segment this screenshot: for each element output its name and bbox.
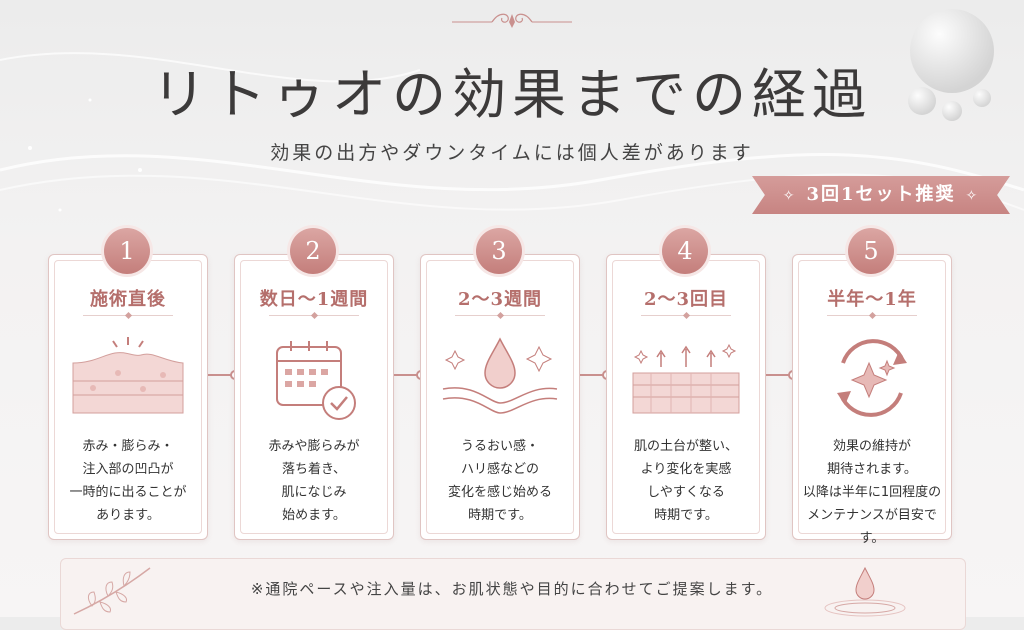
step-description: 肌の土台が整い、 より変化を実感 しやすくなる 時期です。 (633, 439, 738, 523)
step-number-badge: 5 (848, 228, 894, 274)
top-ornament (452, 13, 572, 28)
step-description: うるおい感・ ハリ感などの 変化を感じ始める 時期です。 (447, 439, 552, 523)
divider (455, 315, 545, 316)
step-card-4: 2〜3回目 肌の土台が整い、 より変化を実感 しやすくなる 時期です。 (606, 254, 766, 540)
step-number-badge: 2 (290, 228, 336, 274)
step-number-badge: 3 (476, 228, 522, 274)
step-title: 2〜3週間 (457, 289, 543, 310)
step-description: 効果の維持が 期待されます。 以降は半年に1回程度の メンテナンスが目安です。 (802, 439, 942, 546)
step-title: 2〜3回目 (643, 289, 729, 310)
calendar-check-icon (276, 341, 356, 420)
badge-label: 3回1セット推奨 (806, 184, 956, 205)
step-description: 赤み・膨らみ・ 注入部の凹凸が 一時的に出ることが あります。 (69, 439, 187, 523)
footer-note: ※通院ペースや注入量は、お肌状態や目的に合わせてご提案します。 (250, 580, 774, 598)
droplet-skin-icon (442, 337, 558, 414)
step-card-1: 施術直後 赤み・膨らみ・ 注入部の凹凸が 一時的に出ることが あります。 (48, 254, 208, 540)
recommendation-badge: ✧ 3回1セット推奨 ✧ (752, 176, 1010, 214)
swollen-skin-icon (72, 337, 184, 414)
step-number-badge: 1 (104, 228, 150, 274)
sparkle-cycle-icon (837, 339, 907, 417)
step-connector (208, 374, 234, 376)
step-connector (394, 374, 420, 376)
step-number-badge: 4 (662, 228, 708, 274)
divider (641, 315, 731, 316)
sparkle-icon: ✧ (965, 188, 980, 204)
droplet-ripple-icon (824, 566, 906, 617)
sparkle-icon: ✧ (782, 188, 797, 204)
divider (83, 315, 173, 316)
divider (827, 315, 917, 316)
firm-skin-icon (632, 343, 740, 414)
glass-bubble-decoration (908, 9, 994, 121)
divider (269, 315, 359, 316)
step-title: 施術直後 (90, 289, 166, 310)
step-card-5: 半年〜1年 効果の維持が 期待されます。 以降は半年に1回程度の メンテナンスが… (792, 254, 952, 546)
step-connector (580, 374, 606, 376)
step-card-2: 数日〜1週間 赤みや膨らみが 落ち着き、 肌になじみ 始めます。 (234, 254, 394, 540)
leaf-branch-icon (73, 567, 151, 615)
step-connector (766, 374, 792, 376)
step-card-3: 2〜3週間 うるおい感・ ハリ感などの 変化を感じ始める 時期です。 (420, 254, 580, 540)
step-title: 数日〜1週間 (259, 289, 369, 310)
step-title: 半年〜1年 (827, 289, 917, 310)
background-wave-decoration (0, 52, 1024, 212)
page-subtitle: 効果の出方やダウンタイムには個人差があります (270, 142, 754, 164)
page-title: リトゥオの効果までの経過 (152, 63, 872, 126)
step-description: 赤みや膨らみが 落ち着き、 肌になじみ 始めます。 (268, 439, 360, 523)
